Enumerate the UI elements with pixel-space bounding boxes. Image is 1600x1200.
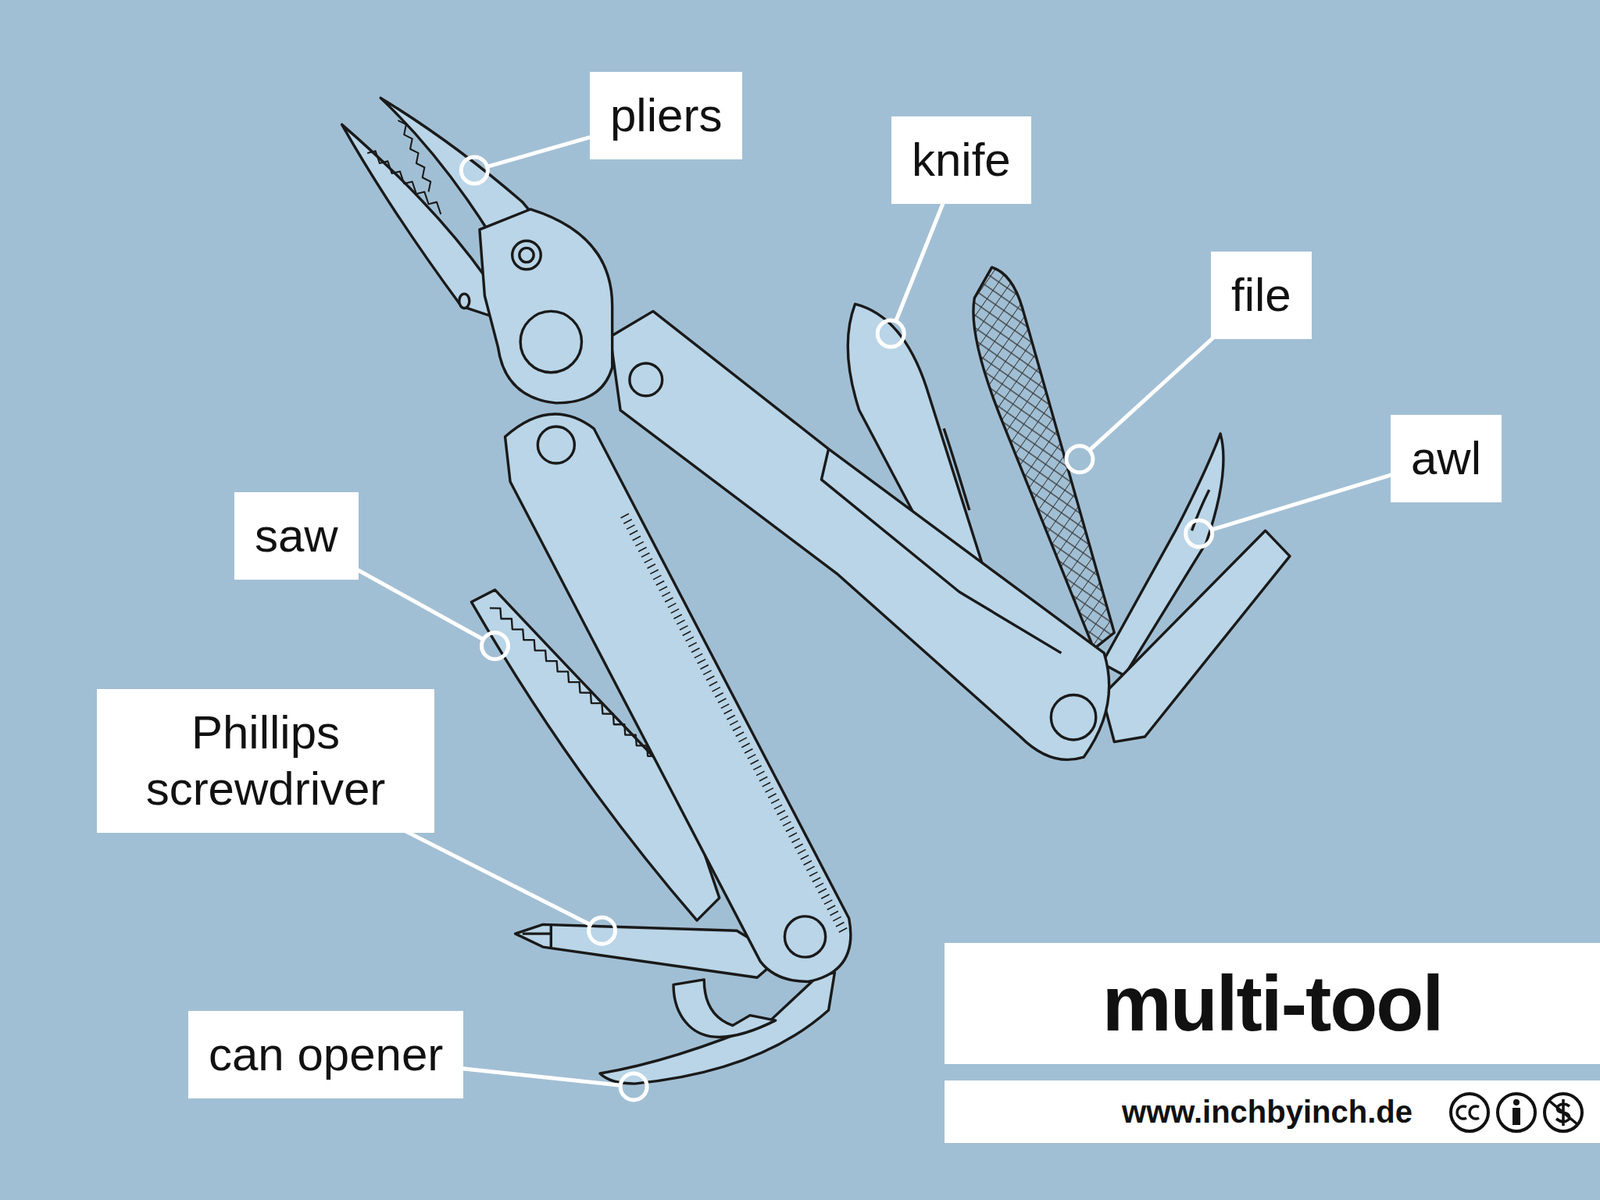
label-box: file bbox=[1210, 251, 1312, 340]
rivet bbox=[629, 363, 663, 397]
cc-icon bbox=[1457, 1106, 1479, 1119]
by-icon bbox=[1497, 1093, 1536, 1132]
cc-icon bbox=[1450, 1093, 1489, 1132]
pliers-pivot-block bbox=[479, 209, 613, 404]
part-name: Phillips screwdriver bbox=[117, 704, 415, 818]
leader-dot bbox=[877, 320, 904, 347]
leader-dot bbox=[460, 157, 488, 184]
label-box: awl bbox=[1390, 414, 1502, 503]
screw bbox=[512, 240, 542, 270]
rivet bbox=[784, 916, 825, 958]
part-name: saw bbox=[254, 507, 339, 565]
pliers-jaw bbox=[342, 124, 499, 318]
side-tool bbox=[1102, 530, 1290, 742]
part-name: knife bbox=[911, 132, 1011, 189]
part-name: awl bbox=[1410, 430, 1482, 487]
knife-nick bbox=[943, 428, 970, 511]
ruler-scale bbox=[624, 515, 845, 935]
leader-dot bbox=[1066, 446, 1093, 473]
pliers-serration bbox=[367, 120, 441, 215]
title: multi-tool bbox=[1102, 958, 1443, 1049]
website-url: www.inchbyinch.de bbox=[1121, 1091, 1413, 1133]
nc-icon bbox=[1549, 1099, 1578, 1126]
label-box: knife bbox=[891, 116, 1032, 204]
screwdriver-bit bbox=[515, 924, 782, 978]
label-box: can opener bbox=[188, 1010, 464, 1099]
can-opener-hook bbox=[673, 979, 776, 1038]
rivet bbox=[1050, 694, 1096, 740]
title-box: multi-tool bbox=[944, 942, 1600, 1065]
part-name: pliers bbox=[610, 87, 722, 144]
label-box: Phillips screwdriver bbox=[96, 689, 435, 833]
by-icon bbox=[1512, 1107, 1521, 1125]
label-box: pliers bbox=[589, 71, 743, 160]
can-opener-blade bbox=[600, 972, 835, 1084]
pivot bbox=[520, 310, 582, 372]
part-name: file bbox=[1231, 267, 1292, 324]
screwdriver-tip bbox=[522, 924, 552, 947]
handle-groove bbox=[821, 449, 1061, 654]
label-box: saw bbox=[234, 492, 359, 580]
nc-icon bbox=[1544, 1093, 1583, 1132]
rivet bbox=[537, 426, 575, 464]
leader-dot bbox=[1185, 520, 1213, 547]
multi-tool-drawing bbox=[342, 97, 1290, 1084]
screw bbox=[519, 247, 534, 262]
upper-handle bbox=[610, 310, 1110, 760]
hole bbox=[459, 293, 470, 308]
by-icon bbox=[1513, 1099, 1520, 1106]
leader-dot bbox=[620, 1073, 647, 1100]
url-band: www.inchbyinch.de bbox=[944, 1080, 1600, 1143]
leader-dot bbox=[482, 632, 509, 660]
leader-dot bbox=[589, 917, 616, 944]
part-name: can opener bbox=[208, 1026, 443, 1083]
